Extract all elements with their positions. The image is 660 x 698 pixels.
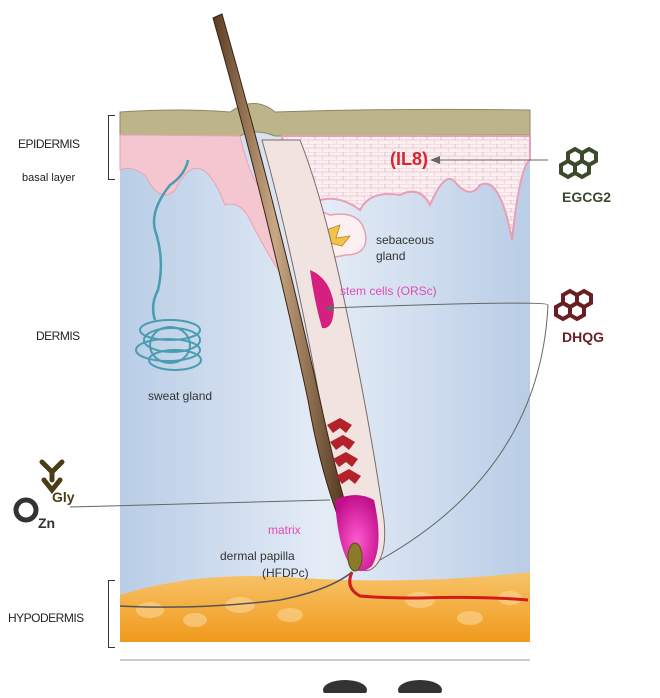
label-sebaceous-2: gland (376, 249, 406, 263)
label-dermal-papilla-1: dermal papilla (220, 549, 295, 563)
dermal-papilla-shape (347, 542, 363, 572)
stem-cells-region (310, 270, 334, 329)
label-hypodermis: HYPODERMIS (8, 611, 84, 625)
label-matrix: matrix (268, 523, 301, 537)
hair-bulb (335, 495, 379, 572)
hypodermis-bracket (108, 580, 115, 648)
blood-vessel (348, 571, 529, 602)
label-sebaceous-1: sebaceous (376, 233, 435, 247)
label-gly: Gly (52, 489, 75, 505)
hypodermis-region (120, 572, 530, 642)
arrow-stem-cells (325, 304, 333, 312)
label-sweat-gland: sweat gland (148, 389, 213, 403)
dhqg-icon (554, 288, 593, 322)
label-egcg2: EGCG2 (562, 189, 612, 205)
sweat-duct (151, 159, 190, 321)
matrix-chevrons (327, 418, 361, 484)
arrow-il8 (430, 156, 440, 164)
bottom-shape-left (323, 680, 367, 698)
gly-icon (39, 459, 65, 495)
epidermis-bracket (108, 115, 115, 180)
label-il8: (IL8) (390, 149, 428, 169)
epidermis-surface (119, 103, 531, 138)
bottom-shape-right (398, 680, 442, 698)
egcg2-icon (559, 146, 598, 180)
label-zn: Zn (38, 515, 56, 531)
label-stem-cells: stem cells (ORSc) (340, 284, 437, 298)
epidermis-brick-right (280, 135, 531, 241)
label-dermal-papilla-2: (HFDPc) (262, 566, 309, 580)
label-dhqg: DHQG (562, 329, 604, 345)
label-epidermis: EPIDERMIS (18, 137, 80, 151)
fat-cells (136, 591, 522, 627)
label-basal-layer: basal layer (22, 172, 76, 184)
label-dermis: DERMIS (36, 329, 80, 343)
zn-icon (13, 497, 39, 523)
pointer-lines (69, 159, 549, 561)
nerve-line (119, 571, 353, 608)
sweat-gland-coil (135, 319, 202, 371)
